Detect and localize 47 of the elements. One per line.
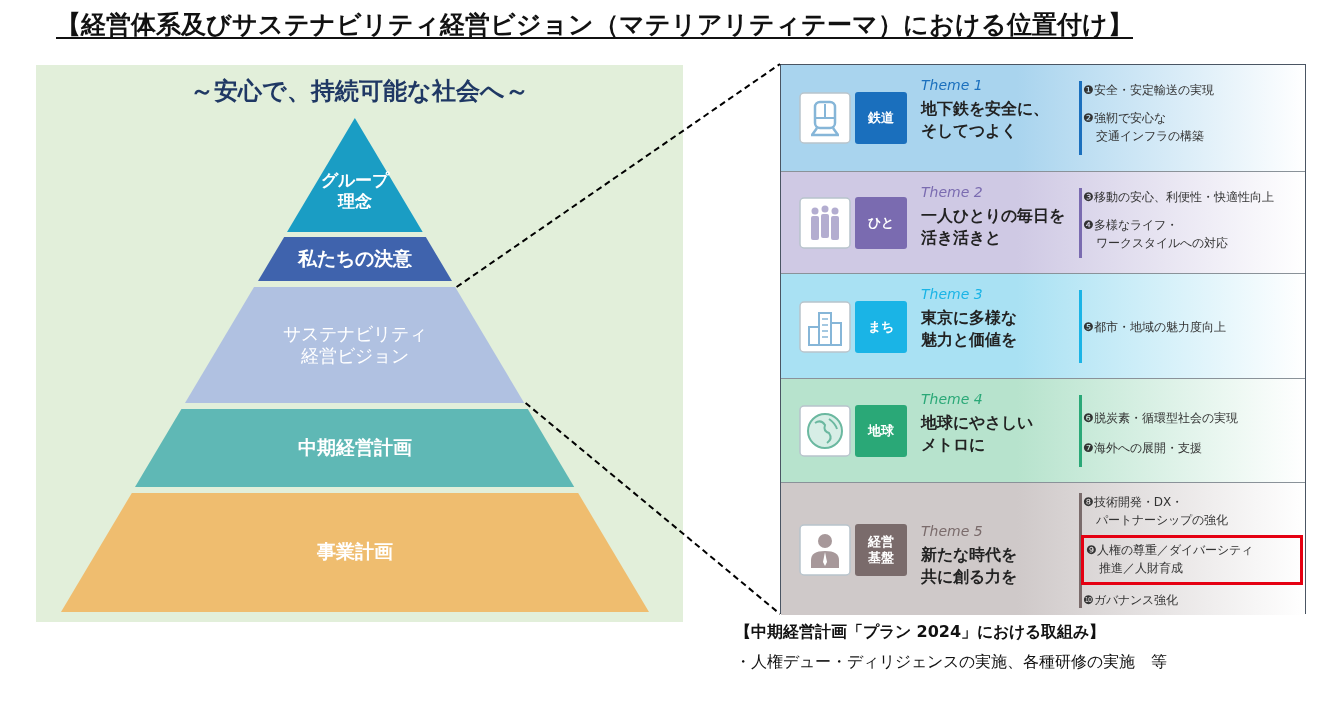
material-issue: ❼海外への展開・支援 [1083, 440, 1202, 457]
pyramid-tier [258, 237, 452, 281]
note-text: 【中期経営計画「プラン 2024」における取組み】 [735, 622, 1106, 643]
pyramid-tier [287, 118, 423, 232]
tier-label: サステナビリティ経営ビジョン [282, 322, 428, 368]
theme-heading: 東京に多様な魅力と価値を [921, 308, 1017, 351]
theme-number: Theme 2 [921, 184, 983, 200]
pyramid-tier [61, 493, 649, 612]
dashed-line [524, 402, 781, 615]
material-issue: ❻脱炭素・循環型社会の実現 [1083, 410, 1238, 427]
material-issue: ❷強靭で安心な交通インフラの構築 [1083, 110, 1204, 145]
note-text: ・人権デュー・ディリジェンスの実施、各種研修の実施 等 [735, 652, 1167, 673]
pyramid-tier [185, 287, 525, 403]
theme-heading: 地球にやさしいメトロに [921, 413, 1033, 456]
slogan: ～安心で、持続可能な社会へ～ [189, 76, 530, 107]
theme-panel [780, 64, 1306, 614]
title: 【経営体系及びサステナビリティ経営ビジョン（マテリアリティテーマ）における位置付け】 [56, 9, 1133, 41]
theme-heading: 新たな時代を共に創る力を [921, 545, 1017, 588]
panel-background [36, 65, 683, 622]
tier-label: グループ理念 [320, 170, 391, 213]
theme-number: Theme 4 [921, 391, 983, 407]
material-issue: ❸移動の安心、利便性・快適性向上 [1083, 189, 1274, 206]
category-tag: 経営基盤 [855, 523, 907, 576]
theme-heading: 一人ひとりの毎日を活き活きと [921, 206, 1065, 249]
dashed-line [455, 63, 781, 288]
material-issue: ❺都市・地域の魅力度向上 [1083, 319, 1226, 336]
pyramid-tier [135, 409, 575, 487]
theme-row [781, 482, 1305, 615]
category-tag: まち [855, 300, 907, 353]
category-tag: 地球 [855, 405, 907, 457]
tier-label: 事業計画 [316, 540, 394, 564]
theme-row [781, 273, 1305, 378]
tier-label: 中期経営計画 [297, 435, 413, 460]
highlight-box: ❾人権の尊重／ダイバーシティ推進／人財育成 [1081, 535, 1303, 585]
theme-number: Theme 3 [921, 286, 983, 302]
category-tag: 鉄道 [855, 92, 907, 144]
material-issue: ❿ガバナンス強化 [1083, 592, 1178, 609]
category-tag: ひと [855, 197, 907, 249]
material-issue: ❽技術開発・DX・パートナーシップの強化 [1083, 494, 1228, 529]
material-issue: ❶安全・安定輸送の実現 [1083, 82, 1214, 99]
theme-number: Theme 1 [921, 77, 983, 93]
theme-number: Theme 5 [921, 523, 983, 539]
theme-row [781, 378, 1305, 482]
theme-heading: 地下鉄を安全に、そしてつよく [921, 99, 1049, 142]
material-issue: ❹多様なライフ・ワークスタイルへの対応 [1083, 217, 1228, 252]
theme-row [781, 171, 1305, 273]
tier-label: 私たちの決意 [296, 246, 413, 271]
